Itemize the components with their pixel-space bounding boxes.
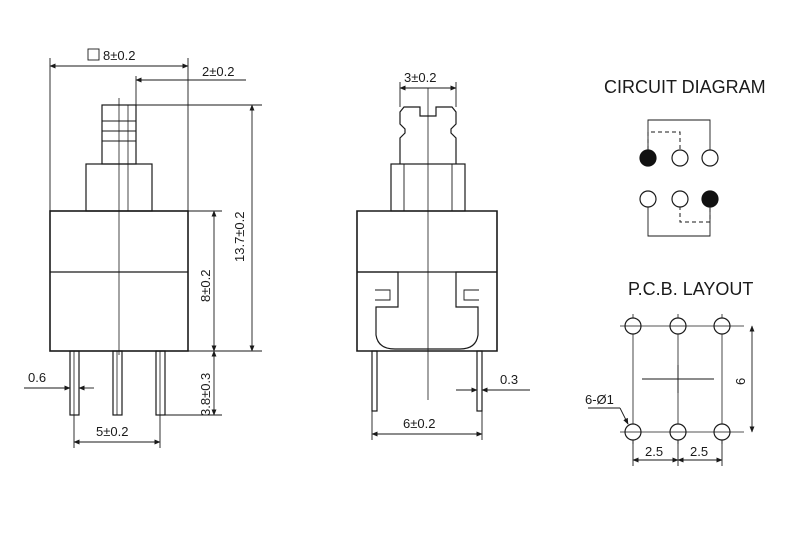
- circuit-diagram: CIRCUIT DIAGRAM: [604, 77, 766, 237]
- side-view: 3±0.2 0.3 6±0.2: [356, 70, 530, 440]
- pcb-layout-title: P.C.B. LAYOUT: [628, 279, 753, 299]
- front-pin-right: [155, 350, 166, 416]
- dim-overall-height: 13.7±0.2: [232, 211, 247, 262]
- side-body: [356, 210, 498, 352]
- dim-pin-thickness: 0.3: [500, 372, 518, 387]
- dim-pin-length: 3.8±0.3: [198, 373, 213, 416]
- front-view: 8±0.2 2±0.2 13.7±0.2 8±0.2 3.8±0.3 0.6 5…: [24, 48, 262, 448]
- dim-pitch-left: 2.5: [645, 444, 663, 459]
- dim-pin-width: 0.6: [28, 370, 46, 385]
- dim-plunger-offset: 2±0.2: [202, 64, 234, 79]
- contact-top-middle: [671, 149, 689, 167]
- contact-top-right: [701, 149, 719, 167]
- side-pin-right: [476, 350, 483, 412]
- dim-row-spacing: 6: [733, 378, 748, 385]
- dim-hole-spec: 6-Ø1: [585, 392, 614, 407]
- contact-bottom-middle: [671, 190, 689, 208]
- contact-bottom-left: [639, 190, 657, 208]
- contact-bottom-right-active: [701, 190, 719, 208]
- dim-body-height: 8±0.2: [198, 270, 213, 302]
- contact-top-left-active: [639, 149, 657, 167]
- dim-pin-pitch: 5±0.2: [96, 424, 128, 439]
- circuit-diagram-title: CIRCUIT DIAGRAM: [604, 77, 766, 97]
- dim-pin-span: 6±0.2: [403, 416, 435, 431]
- square-symbol: [87, 48, 100, 61]
- side-pin-left: [371, 350, 378, 412]
- front-pin-middle: [112, 350, 123, 416]
- dim-plunger-width: 3±0.2: [404, 70, 436, 85]
- dim-body-square: 8±0.2: [103, 48, 135, 63]
- front-pin-left: [69, 350, 80, 416]
- pcb-layout: P.C.B. LAYOUT 6 6-Ø1: [585, 279, 755, 466]
- dim-pitch-right: 2.5: [690, 444, 708, 459]
